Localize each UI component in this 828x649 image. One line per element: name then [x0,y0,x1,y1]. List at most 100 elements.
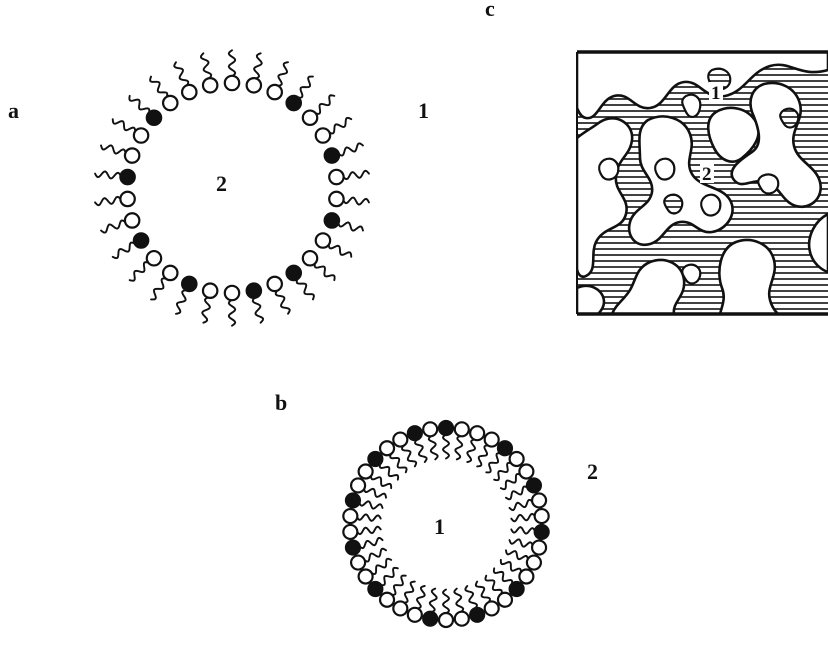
micelle-a-surfactant-tail [253,297,263,322]
micelle-a-surfactant-tail [298,77,313,98]
micelle-b-surfactant-tail [477,445,488,466]
micelle-b-surfactant-head-light [380,593,394,607]
micelle-a-surfactant-tail [329,118,352,134]
micelle-b-surfactant-head-light [393,601,407,615]
micelle-a-surfactant-tail [129,96,149,113]
micelle-b-surfactant-tail [501,474,521,489]
micelle-a-surfactant-head-dark [325,213,339,227]
micelle-a-surfactant-head-light [147,251,161,265]
micelle-b-surfactant-head-dark [408,426,422,440]
micelle-a-surfactant-head-light [329,170,343,184]
micelle-b-surfactant-tail [455,436,462,460]
micelle-a-surfactant-tail [113,119,136,132]
micelle-a-surfactant-tail [150,77,167,98]
micelle-b-surfactant-tail [443,590,449,614]
micelle-b-surfactant-tail [454,589,463,613]
micelle-b-surfactant-tail [380,568,398,585]
micelle-b-surfactant-head-dark [439,421,453,435]
micelle-b-surfactant-tail [430,589,437,613]
micelle-a [95,50,369,325]
micelle-b-surfactant-tail [510,539,533,546]
micelle-a-surfactant-tail [229,300,235,326]
micelle-b-surfactant-head-dark [470,608,484,622]
micelle-a-surfactant-tail [130,262,149,281]
micelle-b-surfactant-head-light [498,593,512,607]
panel-c-letter: c [485,0,495,21]
micelle-b-surfactant-tail [494,463,512,480]
micelle-b-surfactant-tail [359,538,382,548]
micelle-b-surfactant-head-light [351,556,365,570]
micelle-a-surfactant-tail [174,62,188,86]
micelle-b-surfactant-tail [357,514,381,520]
micelle-a-surfactant-head-light [134,128,148,142]
micelle-b-surfactant-tail [501,560,521,573]
micelle-b-surfactant-head-dark [368,452,382,466]
panel-b: b 2 1 [275,390,598,627]
micelle-a-surfactant-head-light [203,78,217,92]
micelle-b-surfactant-tail [417,586,425,609]
micelle-a-surfactant-head-light [268,85,282,99]
micelle-b-surfactant-head-light [519,464,533,478]
micelle-a-surfactant-head-light [125,213,139,227]
reverse-micelle-b [343,421,548,627]
micelle-a-surfactant-head-light [225,286,239,300]
micelle-a-surfactant-tail [201,53,211,78]
micelle-b-surfactant-tail [476,582,490,603]
micelle-b-surfactant-head-dark [535,525,549,539]
micelle-b-surfactant-head-dark [510,582,524,596]
panel-c: c [485,0,828,314]
micelle-b-surfactant-tail [364,488,386,498]
micelle-b-surfactant-head-light [535,509,549,523]
micelle-a-surfactant-tail [343,171,369,179]
micelle-b-surfactant-head-light [519,570,533,584]
micelle-a-surfactant-tail [95,171,121,178]
micelle-a-surfactant-head-light [125,148,139,162]
micelle-b-surfactant-head-light [408,608,422,622]
micelle-b-surfactant-head-light [343,525,357,539]
micelle-b-surfactant-tail [364,549,386,562]
panel-b-outside-label: 2 [587,459,598,484]
micelle-b-surfactant-tail [511,527,535,533]
micelle-b-surfactant-head-dark [498,441,512,455]
micelle-b-surfactant-head-light [359,570,373,584]
micelle-a-surfactant-head-dark [147,111,161,125]
micelle-b-surfactant-tail [357,527,381,534]
panel-a-letter: a [8,98,19,123]
micelle-b-surfactant-tail [371,559,391,574]
micelle-b-surfactant-head-dark [423,612,437,626]
micelle-a-surfactant-head-light [163,96,177,110]
micelle-b-surfactant-head-dark [346,493,360,507]
micelle-b-surfactant-tail [415,439,427,462]
micelle-b-surfactant-head-light [393,433,407,447]
micelle-a-surfactant-tail [338,143,363,155]
micelle-a-surfactant-head-dark [287,96,301,110]
micelle-a-surfactant-head-light [203,284,217,298]
micelle-a-surfactant-head-light [225,76,239,90]
micelle-a-surfactant-head-dark [182,277,196,291]
micelle-b-surfactant-tail [506,486,528,499]
micelle-a-surfactant-head-dark [120,170,134,184]
micelle-b-surfactant-head-dark [346,541,360,555]
micelle-a-surfactant-head-light [316,128,330,142]
panel-b-core-label: 1 [434,514,445,539]
micelle-b-surfactant-head-light [527,556,541,570]
micelle-a-surfactant-tail [315,263,335,280]
micelle-b-surfactant-head-light [380,441,394,455]
micelle-b-surfactant-tail [371,475,391,488]
micelle-b-surfactant-tail [359,501,382,508]
micelle-a-surfactant-tail [343,198,369,205]
micelle-b-surfactant-tail [510,500,533,510]
micelle-b-surfactant-head-light [455,612,469,626]
micelle-a-surfactant-head-light [247,78,261,92]
micelle-a-surfactant-head-dark [325,148,339,162]
panel-a-outside-label: 1 [418,98,429,123]
micelle-b-surfactant-head-light [532,493,546,507]
micelle-a-surfactant-tail [277,62,288,86]
micelle-b-surfactant-tail [511,514,535,521]
micelle-a-surfactant-tail [338,222,363,230]
micelle-a-surfactant-head-dark [134,233,148,247]
micelle-a-surfactant-tail [254,53,262,78]
micelle-b-surfactant-tail [506,550,528,560]
micelle-a-surfactant-tail [176,290,187,314]
